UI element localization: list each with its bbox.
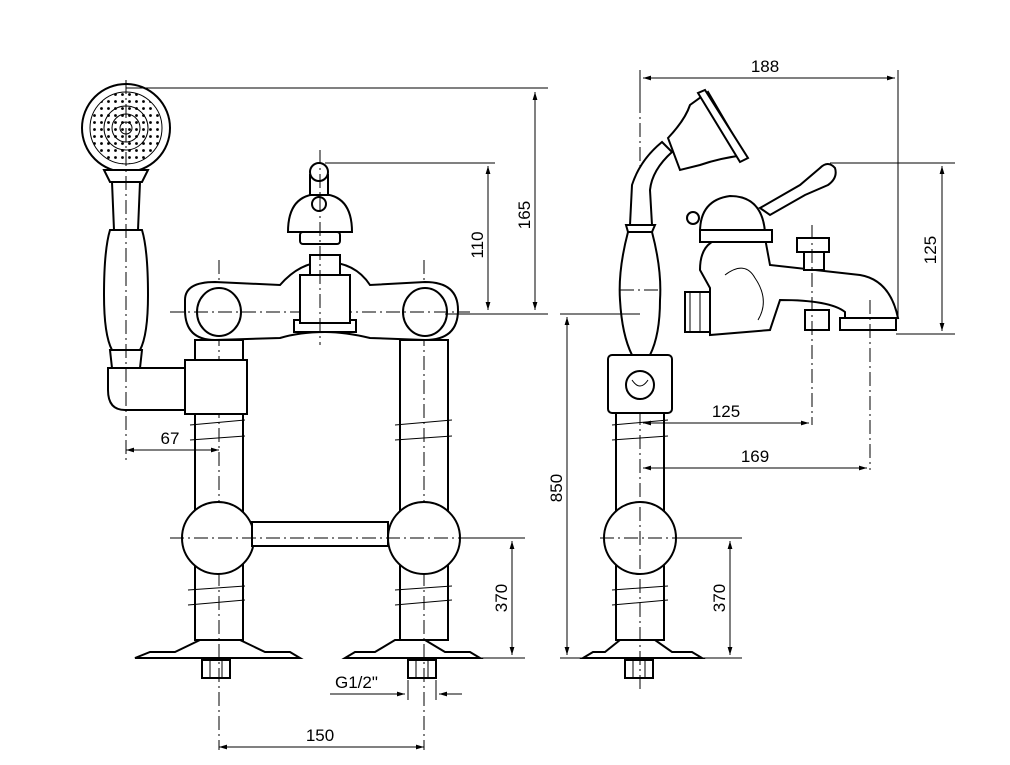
- dim-spout-total: 169: [643, 447, 867, 471]
- dim-lever-height: 125: [830, 162, 955, 335]
- dim-370-front-label: 370: [492, 584, 511, 612]
- dim-inlet-spacing: 150: [219, 726, 424, 750]
- dim-125-vertical-label: 125: [921, 236, 940, 264]
- dim-110-label: 110: [468, 231, 487, 258]
- dim-67-label: 67: [161, 429, 180, 448]
- dim-spout-reach: 125: [643, 402, 809, 426]
- dim-850-label: 850: [547, 474, 566, 502]
- thread-label: G1/2": [335, 673, 378, 692]
- front-view: 165 110 67 370 G1/2": [81, 80, 548, 750]
- right-base-plate: [341, 639, 484, 679]
- side-hand-shower: [607, 88, 750, 414]
- dim-169-label: 169: [741, 447, 769, 466]
- side-mixer-body: [684, 163, 900, 470]
- side-base-plate: [579, 639, 706, 679]
- side-view: 188 125 850 125 169: [547, 57, 955, 690]
- mixer-body: [170, 254, 470, 342]
- dim-150-label: 150: [306, 726, 334, 745]
- dim-handle-height: 110: [325, 162, 495, 310]
- hand-shower-front: [81, 80, 248, 460]
- dim-370-side-label: 370: [710, 584, 729, 612]
- thread-dimension: G1/2": [330, 673, 462, 700]
- dim-lower-height-front: 370: [460, 537, 525, 659]
- left-base-plate: [134, 639, 304, 679]
- dim-total-height: 850: [547, 313, 640, 659]
- dim-165-label: 165: [515, 201, 534, 229]
- dim-188-label: 188: [751, 57, 779, 76]
- dim-width: 188: [639, 57, 899, 318]
- dim-125-horizontal-label: 125: [712, 402, 740, 421]
- dim-handshower-height: 165: [126, 87, 548, 315]
- crossbar: [251, 521, 389, 547]
- top-valve: [286, 150, 354, 345]
- dim-handshower-offset: 67: [126, 429, 219, 453]
- dim-lower-height-side: 370: [676, 537, 742, 659]
- right-column: [394, 260, 453, 750]
